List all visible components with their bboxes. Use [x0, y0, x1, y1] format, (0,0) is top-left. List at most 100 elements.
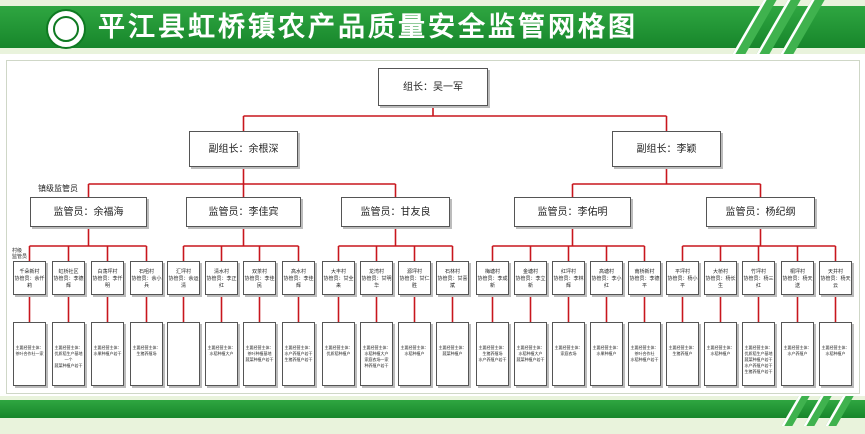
detail-line: 主要经营主体：优质稻生产基地一个	[54, 345, 83, 362]
village-box: 龙湾村协管员：甘明华	[360, 261, 393, 295]
detail-box: 主要经营主体：水稻种植大户家庭农场一家种养殖户若干	[360, 322, 393, 386]
village-box: 竹坪村协管员：杨三红	[742, 261, 775, 295]
village-staff: 协管员：甘明华	[361, 276, 392, 289]
detail-box: 主要经营主体：生猪养殖场水产养殖户若干	[476, 322, 509, 386]
detail-line: 主要经营主体：茶叶种植基地	[245, 345, 274, 356]
detail-box: 主要经营主体：水稻种植户	[704, 322, 737, 386]
village-box: 千朵新村协管员：余仟莉	[13, 261, 46, 295]
village-staff: 协管员：李小红	[591, 276, 622, 289]
detail-line: 主要经营主体：生猪养殖场	[132, 345, 161, 356]
deputy-box: 副组长：余根深	[189, 131, 298, 167]
village-name: 梅塘村	[484, 269, 500, 275]
village-staff: 协管员：甘仁胜	[399, 276, 430, 289]
village-name: 清水村	[213, 269, 229, 275]
village-box: 源坪村协管员：甘仁胜	[398, 261, 431, 295]
village-box: 红坪村协管员：李林辉	[552, 261, 585, 295]
village-box: 汇坪村协管员：余运清	[167, 261, 200, 295]
village-staff: 协管员：甘喜斌	[437, 276, 468, 289]
village-name: 双茶村	[251, 269, 267, 275]
village-staff: 协管员：李德辉	[53, 276, 84, 289]
town-level-label: 镇级监管员	[38, 184, 78, 193]
header: 平江县虹桥镇农产品质量安全监管网格图	[0, 0, 865, 54]
village-staff: 协管员：余运清	[168, 276, 199, 289]
village-staff: 协管员：杨三红	[743, 276, 774, 289]
detail-box: 主要经营主体：优质稻生产基地蔬菜种植户若干水产养殖户若干生猪养殖户若干	[742, 322, 775, 386]
village-name: 竹坪村	[750, 269, 766, 275]
supervisor-box: 监管员：李佳宾	[186, 197, 301, 227]
detail-line: 主要经营主体：家庭农场	[554, 345, 583, 356]
detail-box: 主要经营主体：茶叶合作社水稻种植户若干	[628, 322, 661, 386]
village-box: 梅塘村协管员：李成新	[476, 261, 509, 295]
village-box: 大丰村协管员：甘全来	[322, 261, 355, 295]
detail-line: 生猪养殖户若干	[744, 369, 773, 374]
leader-box: 组长：吴一军	[378, 68, 488, 106]
village-staff: 协管员：李立新	[515, 276, 546, 289]
village-level-label-line1: 村级	[12, 248, 23, 254]
village-name: 源坪村	[406, 269, 422, 275]
village-level-label: 村级 监管员	[12, 248, 27, 260]
village-box: 石林村协管员：甘喜斌	[436, 261, 469, 295]
detail-line: 蔬菜种植户若干	[54, 363, 83, 368]
village-name: 天井村	[827, 269, 843, 275]
village-box: 双茶村协管员：李佳民	[243, 261, 276, 295]
detail-box: 主要经营主体：茶叶合作社一家	[13, 322, 46, 386]
detail-line: 蔬菜种植户若干	[245, 357, 274, 362]
village-name: 高水村	[290, 269, 306, 275]
detail-line: 主要经营主体：茶叶合作社一家	[15, 345, 44, 356]
village-name: 千朵新村	[19, 269, 40, 275]
detail-line: 主要经营主体：水稻种植户	[706, 345, 735, 356]
village-staff: 协管员：李佳辉	[283, 276, 314, 289]
village-staff: 协管员：李德平	[629, 276, 660, 289]
detail-box: 主要经营主体：蔬菜种植户	[436, 322, 469, 386]
detail-line: 主要经营主体：水稻种植大户	[516, 345, 545, 356]
detail-box: 主要经营主体：生猪养殖场	[130, 322, 163, 386]
village-name: 平坪村	[674, 269, 690, 275]
detail-line: 主要经营主体：蔬菜种植户	[438, 345, 467, 356]
detail-box: 主要经营主体：生猪养殖户	[666, 322, 699, 386]
detail-box: 主要经营主体：优质稻生产基地一个蔬菜种植户若干	[52, 322, 85, 386]
header-band	[0, 6, 865, 48]
village-staff: 协管员：李仟明	[92, 276, 123, 289]
village-name: 南桥新村	[634, 269, 655, 275]
village-box: 天井村协管员：杨天云	[819, 261, 852, 295]
detail-box: 主要经营主体：水稻种植户	[819, 322, 852, 386]
emblem-inner-ring	[53, 16, 79, 42]
detail-box: 主要经营主体：水果种植户	[590, 322, 623, 386]
village-staff: 协管员：李成新	[477, 276, 508, 289]
detail-line: 主要经营主体：优质稻生产基地	[744, 345, 773, 356]
detail-line: 家庭农场一家	[364, 357, 389, 362]
village-staff: 协管员：杨天送	[782, 276, 813, 289]
detail-line: 主要经营主体：水果种植户若干	[93, 345, 122, 356]
village-staff: 协管员：李林辉	[553, 276, 584, 289]
detail-line: 水稻种植户若干	[630, 357, 659, 362]
detail-box: 主要经营主体：水产养殖户若干生猪养殖户若干	[282, 322, 315, 386]
detail-box: 主要经营主体：水产养殖户	[781, 322, 814, 386]
village-staff: 协管员：杨长生	[705, 276, 736, 289]
village-name: 高塘村	[598, 269, 614, 275]
detail-line: 主要经营主体：水稻种植户	[400, 345, 429, 356]
agriculture-emblem-icon	[46, 9, 86, 49]
supervisor-box: 监管员：李佑明	[514, 197, 631, 227]
detail-line: 主要经营主体：水稻种植大户	[207, 345, 236, 356]
supervisor-box: 监管员：余福海	[30, 197, 147, 227]
village-box: 高水村协管员：李佳辉	[282, 261, 315, 295]
village-staff: 协管员：甘全来	[323, 276, 354, 289]
deputy-box: 副组长：李颖	[612, 131, 721, 167]
detail-line: 主要经营主体：水产养殖户	[783, 345, 812, 356]
village-name: 红坪村	[560, 269, 576, 275]
village-box: 金塘村协管员：李立新	[514, 261, 547, 295]
detail-line: 生猪养殖户若干	[284, 357, 313, 362]
supervisor-box: 监管员：甘友良	[341, 197, 450, 227]
page-title: 平江县虹桥镇农产品质量安全监管网格图	[98, 12, 638, 43]
footer-band	[0, 400, 865, 418]
detail-box: 主要经营主体：水稻种植户	[398, 322, 431, 386]
detail-line: 主要经营主体：生猪养殖户	[668, 345, 697, 356]
detail-line: 水产养殖户若干	[744, 363, 773, 368]
detail-line: 蔬菜种植户若干	[516, 357, 545, 362]
village-name: 汇坪村	[175, 269, 191, 275]
detail-line: 主要经营主体：水稻种植户	[821, 345, 850, 356]
detail-line: 主要经营主体：生猪养殖场	[478, 345, 507, 356]
village-name: 虹桥社区	[58, 269, 79, 275]
village-name: 大桥村	[712, 269, 728, 275]
village-box: 大桥村协管员：杨长生	[704, 261, 737, 295]
